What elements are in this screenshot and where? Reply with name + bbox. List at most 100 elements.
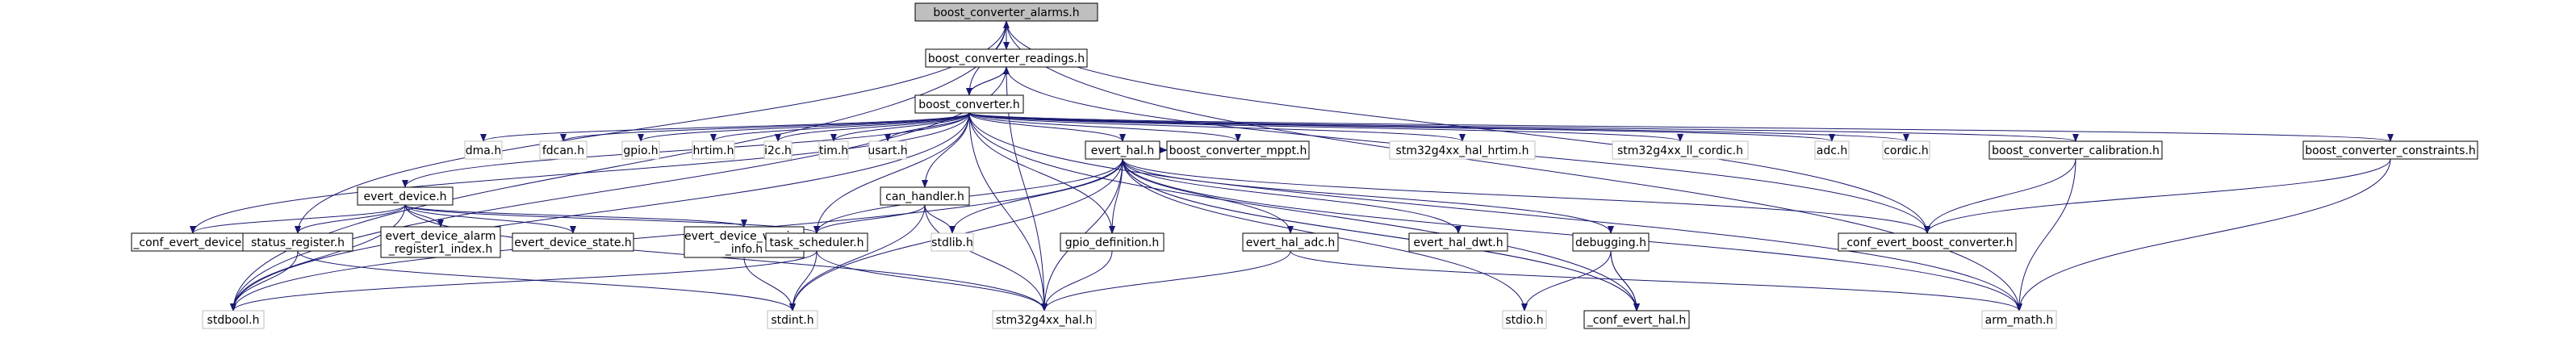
edge-alarms-to-conf_boost_converter: [1006, 20, 1930, 234]
node-box: [818, 140, 849, 160]
node-gpio_definition[interactable]: gpio_definition.h: [1060, 232, 1165, 252]
edge-evert_device-to-conf_evert_device: [190, 204, 406, 234]
edge-converter-to-dma: [480, 112, 970, 142]
edge-calibration-to-arm_math: [2016, 158, 2076, 312]
edge-converter-to-hal_hrtim: [968, 112, 1466, 142]
node-box: [1988, 140, 2163, 160]
node-mppt[interactable]: boost_converter_mppt.h: [1166, 140, 1310, 160]
edge-status_register-to-stdbool: [230, 250, 299, 312]
node-label: debugging.h: [1575, 236, 1646, 249]
node-hrtim: hrtim.h: [692, 140, 735, 160]
node-label: evert_device_alarm_register1_index.h: [386, 230, 496, 256]
edge-evert_device-to-status_register: [295, 204, 406, 234]
node-box: [357, 186, 454, 206]
node-box: [242, 232, 353, 252]
node-status_register[interactable]: status_register.h: [242, 232, 353, 252]
node-conf_evert_hal[interactable]: _conf_evert_hal.h: [1583, 310, 1690, 329]
node-stdbool: stdbool.h: [202, 310, 265, 329]
node-task_scheduler[interactable]: task_scheduler.h: [765, 232, 868, 252]
edge-device_version-to-stdint: [743, 257, 796, 312]
node-fdcan: fdcan.h: [539, 140, 588, 160]
node-box: [880, 186, 970, 206]
node-label: stdint.h: [771, 314, 813, 327]
node-usart: usart.h: [868, 140, 908, 160]
node-box: [1981, 310, 2057, 329]
node-box: [1882, 140, 1930, 160]
node-label: boost_converter_alarms.h: [933, 6, 1079, 19]
edge-converter-to-mppt: [968, 112, 1241, 142]
node-readings[interactable]: boost_converter_readings.h: [925, 48, 1088, 68]
node-stdio: stdio.h: [1502, 310, 1547, 329]
node-evert_hal_dwt[interactable]: evert_hal_dwt.h: [1408, 232, 1508, 252]
node-label: gpio.h: [623, 144, 658, 157]
node-alarm_register[interactable]: evert_device_alarm_register1_index.h: [380, 226, 501, 258]
node-box: [1838, 232, 2017, 252]
edge-converter-to-arm_math: [968, 112, 2022, 312]
node-evert_device[interactable]: evert_device.h: [357, 186, 454, 206]
node-stm32g4xx_hal: stm32g4xx_hal.h: [992, 310, 1097, 329]
edge-converter-to-stm32g4xx_hal: [968, 112, 1048, 312]
edge-converter-to-fdcan: [560, 112, 970, 142]
node-conf_boost_converter[interactable]: _conf_evert_boost_converter.h: [1838, 232, 2017, 252]
node-converter[interactable]: boost_converter.h: [914, 94, 1024, 114]
node-debugging[interactable]: debugging.h: [1572, 232, 1650, 252]
node-box: [1242, 232, 1339, 252]
node-device_state[interactable]: evert_device_state.h: [512, 232, 634, 252]
edge-evert_hal-to-stdbool: [230, 158, 1123, 312]
node-label: fdcan.h: [542, 144, 584, 157]
edge-evert_device-to-device_version: [404, 204, 747, 228]
edge-evert_hal_adc-to-stm32g4xx_hal: [1041, 250, 1291, 312]
edge-evert_hal-to-arm_math: [1122, 158, 2022, 312]
node-box: [1572, 232, 1650, 252]
edge-readings-to-stdbool: [230, 66, 1007, 312]
node-conf_evert_device[interactable]: _conf_evert_device.h: [131, 232, 255, 252]
edge-alarms-to-arm_math: [1006, 20, 2022, 312]
edge-alarms-to-stdbool: [230, 20, 1007, 312]
edge-converter-to-readings: [968, 66, 1010, 96]
node-label: arm_math.h: [1985, 314, 2054, 327]
edge-evert_device-to-stdbool: [230, 204, 406, 312]
node-label: stm32g4xx_ll_cordic.h: [1617, 144, 1743, 157]
node-evert_hal_adc[interactable]: evert_hal_adc.h: [1242, 232, 1339, 252]
node-tim: tim.h: [818, 140, 849, 160]
node-label: evert_hal_dwt.h: [1413, 236, 1503, 249]
edge-converter-to-calibration: [968, 112, 2079, 142]
node-label: tim.h: [819, 144, 848, 157]
node-box: [914, 94, 1024, 114]
node-box: [914, 2, 1098, 22]
edge-converter-to-tim: [830, 112, 970, 142]
node-label: dma.h: [466, 144, 501, 157]
edge-evert_device-to-device_state: [404, 204, 576, 234]
edge-can_handler-to-stm32g4xx_hal: [924, 204, 1048, 312]
node-label: stdbool.h: [207, 314, 260, 327]
node-box: [1085, 140, 1160, 160]
edge-converter-to-conf_evert_device: [190, 112, 970, 234]
node-can_handler[interactable]: can_handler.h: [880, 186, 970, 206]
edge-evert_hal-to-conf_evert_hal: [1122, 158, 1640, 312]
node-label: cordic.h: [1884, 144, 1929, 157]
edge-status_register-to-stdint: [297, 250, 796, 312]
node-box: [1060, 232, 1165, 252]
node-label: stm32g4xx_hal_hrtim.h: [1396, 144, 1529, 157]
edge-converter-to-task_scheduler: [813, 112, 970, 234]
node-calibration[interactable]: boost_converter_calibration.h: [1988, 140, 2163, 160]
node-label: evert_device.h: [363, 190, 446, 203]
edge-debugging-to-conf_evert_hal: [1610, 250, 1640, 312]
node-box: [1389, 140, 1536, 160]
node-label: evert_hal_adc.h: [1246, 236, 1336, 249]
node-cordic: cordic.h: [1882, 140, 1930, 160]
node-label: usart.h: [868, 144, 907, 157]
node-label: stm32g4xx_hal.h: [996, 314, 1093, 327]
node-box: [925, 48, 1088, 68]
edge-evert_hal-to-stdlib: [949, 158, 1123, 234]
node-evert_hal[interactable]: evert_hal.h: [1085, 140, 1160, 160]
node-label: gpio_definition.h: [1065, 236, 1159, 249]
edge-converter-to-evert_device: [402, 112, 970, 188]
node-alarms[interactable]: boost_converter_alarms.h: [914, 2, 1098, 22]
edge-converter-to-i2c: [775, 112, 970, 142]
edge-evert_hal-to-evert_hal_adc: [1122, 158, 1294, 234]
node-label: status_register.h: [251, 236, 345, 249]
edge-constraints-to-conf_boost_converter: [1924, 158, 2391, 234]
node-gpio: gpio.h: [621, 140, 660, 160]
node-constraints[interactable]: boost_converter_constraints.h: [2302, 140, 2478, 160]
